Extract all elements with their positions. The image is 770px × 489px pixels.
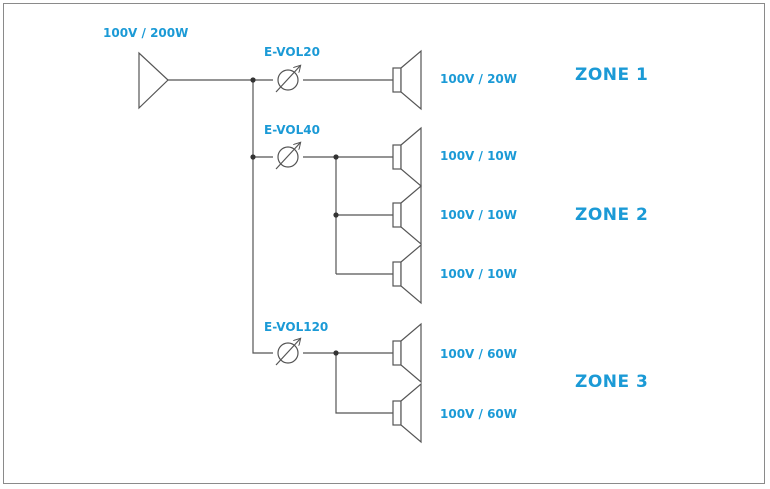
zone3-line	[303, 352, 393, 414]
speaker-label: 100V / 60W	[440, 407, 518, 421]
speaker-label: 100V / 10W	[440, 267, 518, 281]
volume-control-icon	[275, 339, 300, 366]
speaker-icon	[392, 322, 422, 384]
junction-dot	[333, 212, 339, 218]
amplifier-symbol	[138, 51, 169, 110]
zone-2-label: ZONE 2	[575, 205, 649, 225]
control-label-evol40: E-VOL40	[264, 123, 320, 137]
control-label-evol120: E-VOL120	[264, 320, 329, 334]
speaker-icon	[392, 49, 422, 111]
speaker-icon	[392, 243, 422, 305]
amplifier-label: 100V / 200W	[103, 26, 189, 40]
speaker-icon	[392, 382, 422, 444]
speaker-label: 100V / 10W	[440, 208, 518, 222]
speaker-icon	[392, 184, 422, 246]
volume-control-icon	[275, 143, 300, 170]
junction-dot	[333, 350, 339, 356]
volume-control-icon	[275, 66, 300, 93]
diagram-frame	[3, 3, 765, 484]
main-bus-line	[168, 79, 273, 354]
junction-dot	[250, 154, 256, 160]
speaker-label: 100V / 10W	[440, 149, 518, 163]
speaker-label: 100V / 20W	[440, 72, 518, 86]
junction-dot	[333, 154, 339, 160]
speaker-icon	[392, 126, 422, 188]
zone-1-label: ZONE 1	[575, 65, 649, 85]
zone-3-label: ZONE 3	[575, 372, 649, 392]
zone2-line	[303, 156, 393, 275]
control-label-evol20: E-VOL20	[264, 45, 320, 59]
junction-dot	[250, 77, 256, 83]
speaker-label: 100V / 60W	[440, 347, 518, 361]
